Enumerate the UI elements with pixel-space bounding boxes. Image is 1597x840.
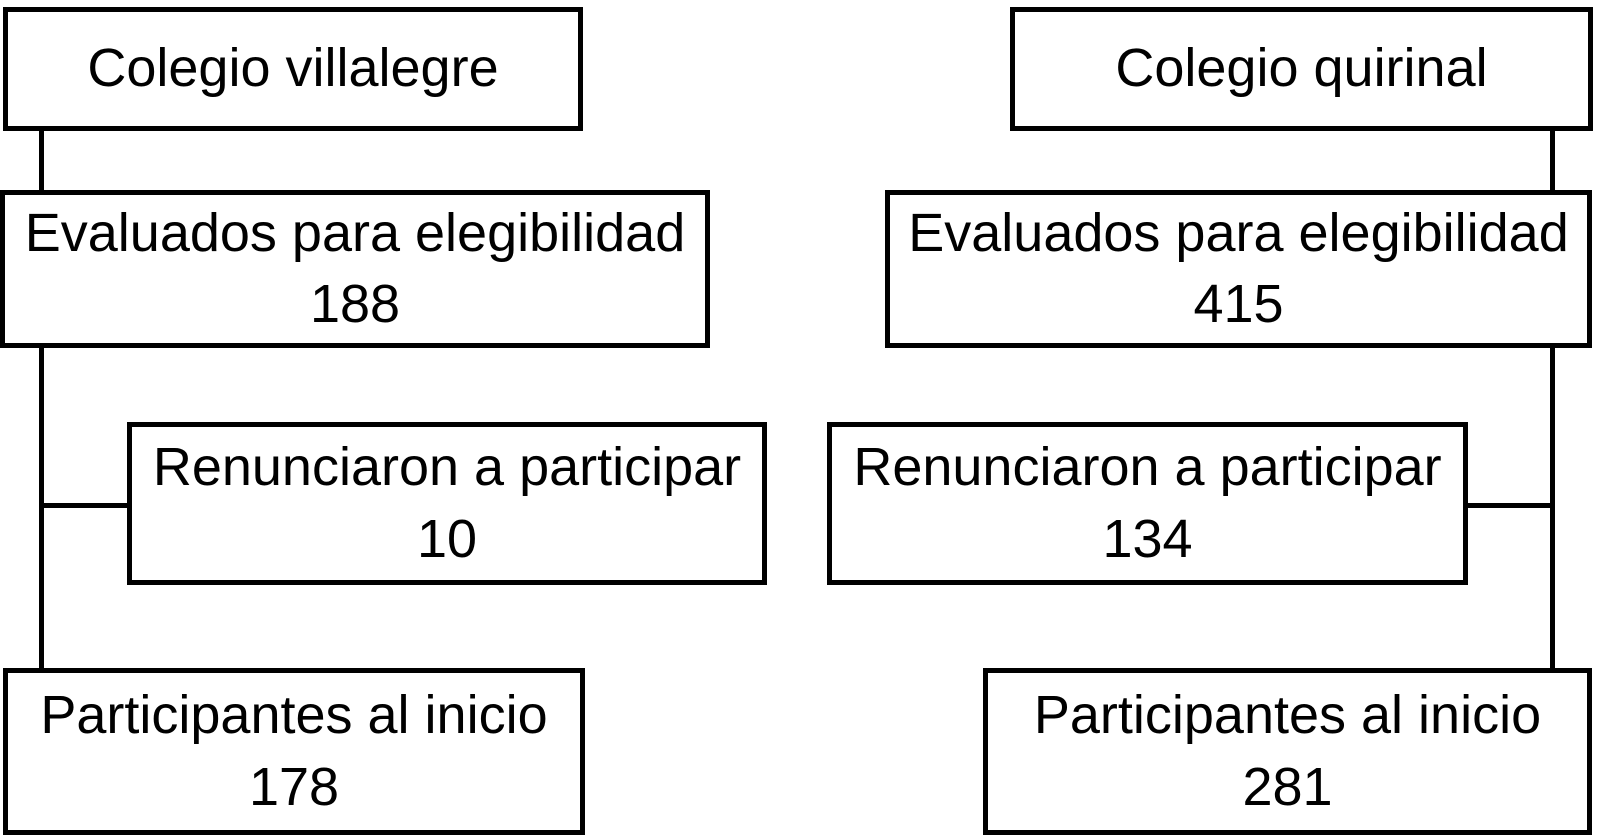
baseline-right-label: Participantes al inicio	[1033, 685, 1542, 746]
eligibility-box-right: Evaluados para elegibilidad 415	[885, 190, 1592, 348]
eligibility-left-value: 188	[309, 274, 401, 334]
connector-right-eligibility-to-baseline	[1550, 346, 1555, 670]
baseline-box-left: Participantes al inicio 178	[3, 668, 585, 835]
connector-left-school-to-eligibility	[39, 129, 44, 192]
school-left-label: Colegio villalegre	[87, 38, 499, 99]
eligibility-right-label: Evaluados para elegibilidad	[908, 202, 1569, 263]
baseline-box-right: Participantes al inicio 281	[983, 668, 1592, 835]
baseline-left-label: Participantes al inicio	[40, 685, 548, 746]
connector-right-declined-branch	[1466, 503, 1551, 508]
declined-left-label: Renunciaron a participar	[152, 437, 742, 498]
declined-right-label: Renunciaron a participar	[853, 437, 1442, 498]
baseline-right-value: 281	[1242, 756, 1333, 817]
school-right-label: Colegio quirinal	[1115, 38, 1488, 99]
declined-left-value: 10	[416, 508, 478, 569]
connector-left-eligibility-to-baseline	[39, 346, 44, 670]
connector-right-school-to-eligibility	[1550, 129, 1555, 192]
connector-left-declined-branch	[42, 503, 128, 508]
eligibility-box-left: Evaluados para elegibilidad 188	[0, 190, 710, 348]
declined-box-left: Renunciaron a participar 10	[127, 422, 767, 585]
eligibility-right-value: 415	[1193, 274, 1284, 334]
school-box-right: Colegio quirinal	[1010, 7, 1593, 131]
declined-box-right: Renunciaron a participar 134	[827, 422, 1468, 585]
school-box-left: Colegio villalegre	[3, 7, 583, 131]
declined-right-value: 134	[1102, 508, 1193, 569]
baseline-left-value: 178	[248, 756, 340, 817]
eligibility-left-label: Evaluados para elegibilidad	[24, 202, 686, 263]
